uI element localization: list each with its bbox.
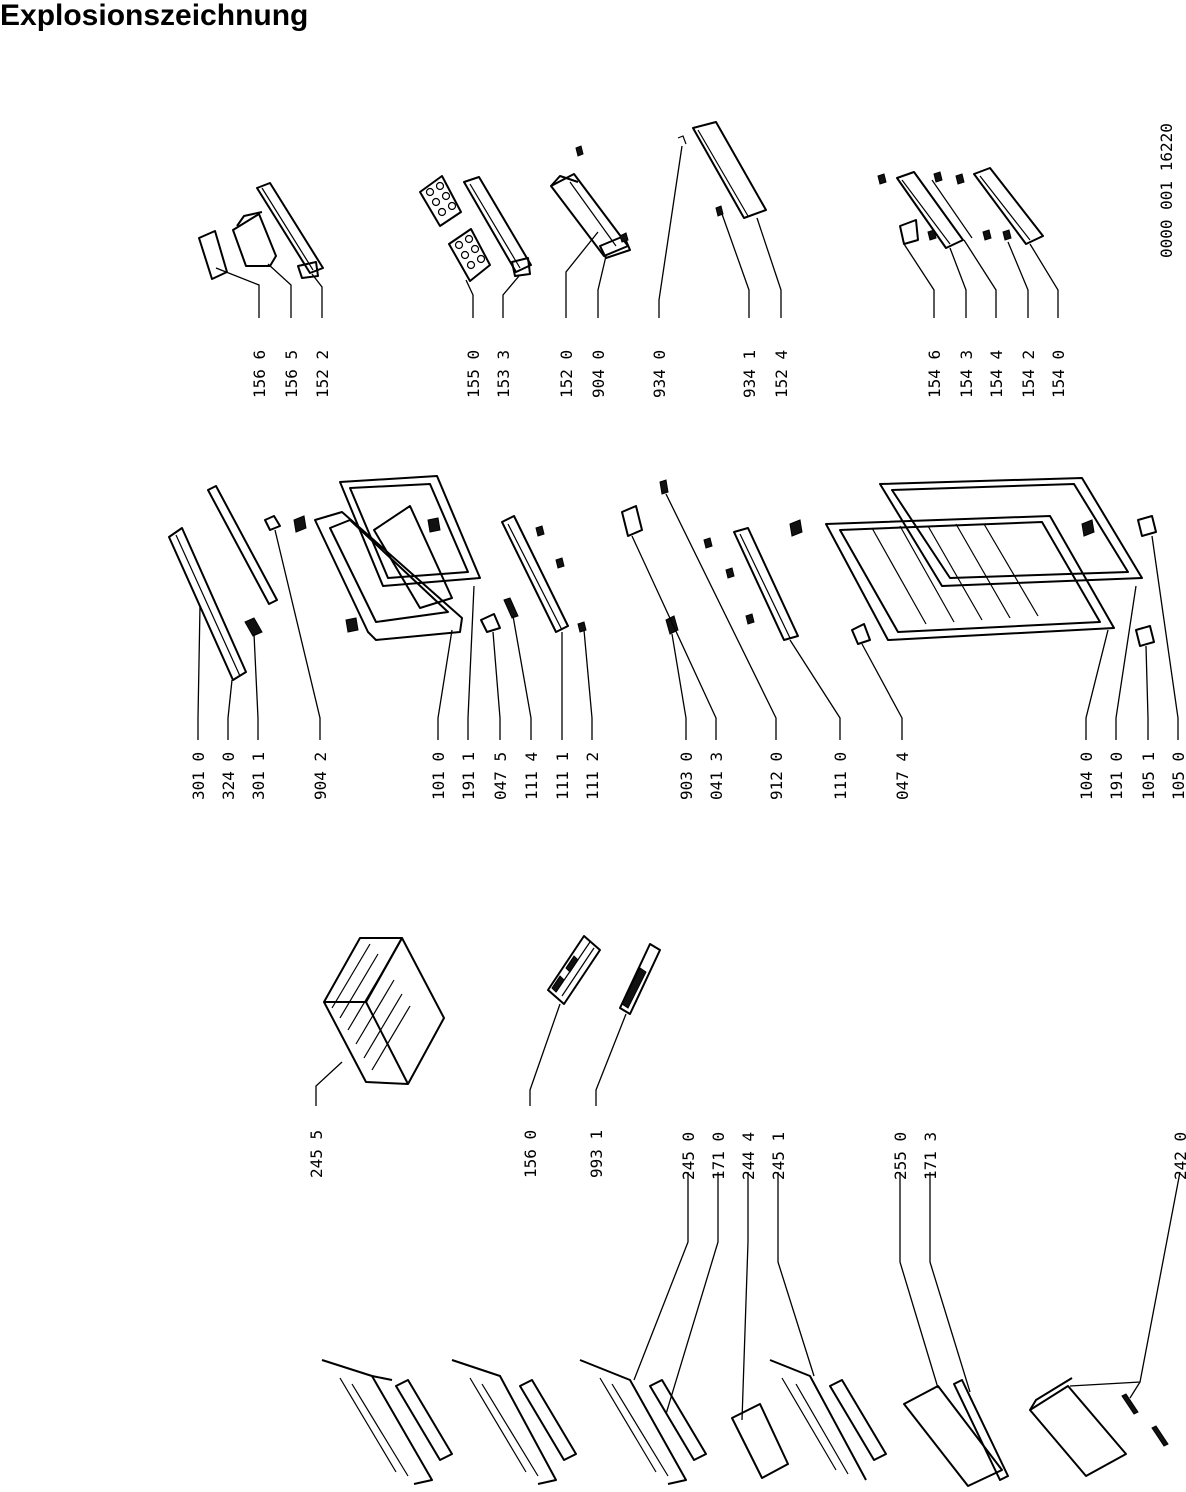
part-label: 903 0 xyxy=(677,752,696,800)
part-label: 242 0 xyxy=(1171,1132,1186,1180)
part-label: 047 4 xyxy=(893,752,912,800)
part-label: 904 0 xyxy=(589,350,608,398)
part-label: 171 3 xyxy=(921,1132,940,1180)
ice-tray-156-0 xyxy=(547,935,601,1005)
shelf-group-154 xyxy=(877,167,1044,249)
flap-group-301 xyxy=(168,485,307,681)
part-label: 111 0 xyxy=(831,752,850,800)
part-label: 154 3 xyxy=(957,350,976,398)
part-label: 111 4 xyxy=(522,752,541,800)
part-label: 171 0 xyxy=(709,1132,728,1180)
wire-shelves-bottom xyxy=(321,1359,1169,1487)
scraper-993-1 xyxy=(619,943,661,1015)
rail-group-934 xyxy=(677,121,767,219)
part-label: 154 4 xyxy=(987,350,1006,398)
part-label: 111 1 xyxy=(553,752,572,800)
part-label: 255 0 xyxy=(891,1132,910,1180)
part-label: 104 0 xyxy=(1077,752,1096,800)
freezer-door-group-101 xyxy=(314,475,587,641)
part-label: 152 2 xyxy=(313,350,332,398)
part-label: 156 6 xyxy=(250,350,269,398)
part-label: 101 0 xyxy=(429,752,448,800)
egg-tray-group-155 xyxy=(419,175,532,282)
part-label: 934 0 xyxy=(650,350,669,398)
part-label: 105 1 xyxy=(1139,752,1158,800)
part-label: 244 4 xyxy=(739,1132,758,1180)
part-label: 153 3 xyxy=(494,350,513,398)
fridge-door-group-104 xyxy=(789,477,1157,647)
drawing-code: 0000 001 16220 xyxy=(1157,123,1176,258)
part-label: 156 5 xyxy=(282,350,301,398)
part-label: 041 3 xyxy=(707,752,726,800)
bottle-shelf-group-152 xyxy=(550,145,631,259)
leaders-crisper-row xyxy=(315,1003,627,1106)
part-label: 191 0 xyxy=(1107,752,1126,800)
part-label: 047 5 xyxy=(491,752,510,800)
part-label: 154 0 xyxy=(1049,350,1068,398)
part-label: 245 5 xyxy=(307,1130,326,1178)
part-label: 904 2 xyxy=(311,752,330,800)
part-label: 105 0 xyxy=(1169,752,1186,800)
leaders-middle-row xyxy=(197,493,1179,740)
wire-basket-245-5 xyxy=(323,937,445,1085)
part-number-labels: 156 6 156 5 152 2 155 0 153 3 152 0 904 … xyxy=(189,350,1186,1180)
part-label: 912 0 xyxy=(767,752,786,800)
part-label: 245 0 xyxy=(679,1132,698,1180)
part-label: 154 2 xyxy=(1019,350,1038,398)
part-label: 152 4 xyxy=(772,350,791,398)
part-label: 155 0 xyxy=(464,350,483,398)
part-label: 191 1 xyxy=(459,752,478,800)
part-label: 301 0 xyxy=(189,752,208,800)
part-label: 301 1 xyxy=(249,752,268,800)
leaders-top-row xyxy=(215,145,1059,318)
part-label: 111 2 xyxy=(583,752,602,800)
page-title: Explosionszeichnung xyxy=(0,0,309,32)
part-label: 993 1 xyxy=(587,1130,606,1178)
part-label: 156 0 xyxy=(521,1130,540,1178)
part-label: 324 0 xyxy=(219,752,238,800)
hinge-group-041 xyxy=(621,479,799,641)
part-label: 934 1 xyxy=(740,350,759,398)
part-label: 154 6 xyxy=(925,350,944,398)
part-label: 245 1 xyxy=(769,1132,788,1180)
door-shelf-group-156 xyxy=(198,182,324,280)
part-label: 152 0 xyxy=(557,350,576,398)
leaders-bottom-row xyxy=(633,1171,1181,1421)
